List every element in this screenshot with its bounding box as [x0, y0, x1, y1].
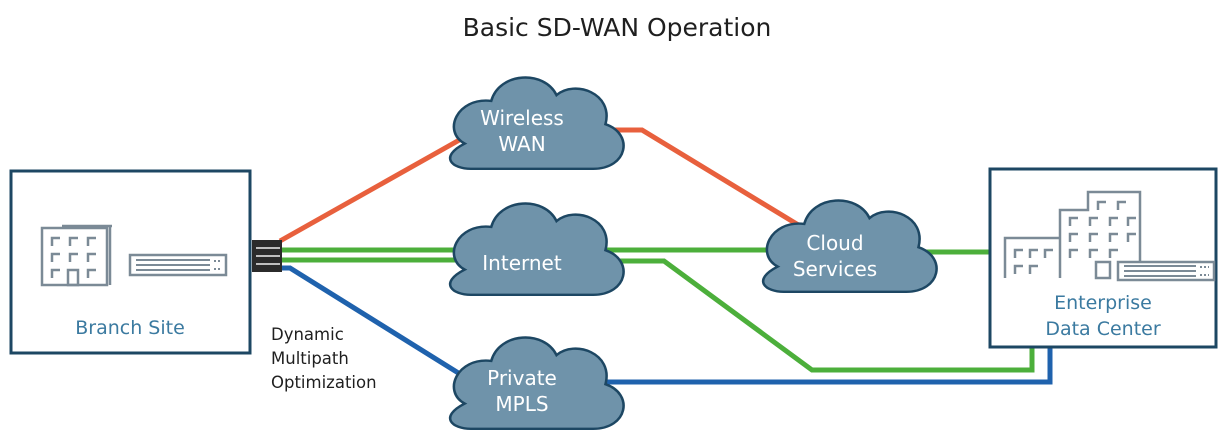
wireless-wan-link-branch	[278, 131, 472, 244]
private-mpls-label-line1: Private	[487, 366, 557, 390]
diagram-title: Basic SD-WAN Operation	[463, 13, 772, 42]
optimization-note-line2: Multipath	[271, 349, 349, 368]
optimization-note: Dynamic Multipath Optimization	[271, 325, 377, 392]
mpls-link-data-center	[560, 345, 1053, 385]
data-center-label-line1: Enterprise	[1054, 292, 1152, 314]
enterprise-data-center: Enterprise Data Center	[988, 167, 1218, 349]
links	[278, 127, 1053, 387]
router-icon	[128, 253, 228, 277]
cloud-services-label-line2: Services	[793, 257, 877, 281]
internet-cloud	[448, 202, 625, 297]
internet-link-data-center	[560, 258, 1035, 373]
building-icon	[1003, 190, 1142, 280]
data-center-label-line2: Data Center	[1045, 318, 1161, 340]
branch-site-label: Branch Site	[75, 317, 185, 339]
internet-label: Internet	[482, 251, 562, 275]
branch-site: Branch Site	[9, 169, 252, 355]
private-mpls-label-line2: MPLS	[495, 392, 548, 416]
building-icon	[40, 224, 112, 287]
mpls-link-branch	[280, 265, 478, 387]
wireless-wan-label-line2: WAN	[498, 132, 545, 156]
optimization-note-line1: Dynamic	[271, 325, 344, 344]
optimization-note-line3: Optimization	[271, 373, 377, 392]
wireless-wan-label-line1: Wireless	[480, 106, 564, 130]
router-icon	[1116, 260, 1216, 282]
cloud-services-label-line1: Cloud	[806, 231, 863, 255]
sd-wan-edge-device-icon	[252, 240, 282, 272]
